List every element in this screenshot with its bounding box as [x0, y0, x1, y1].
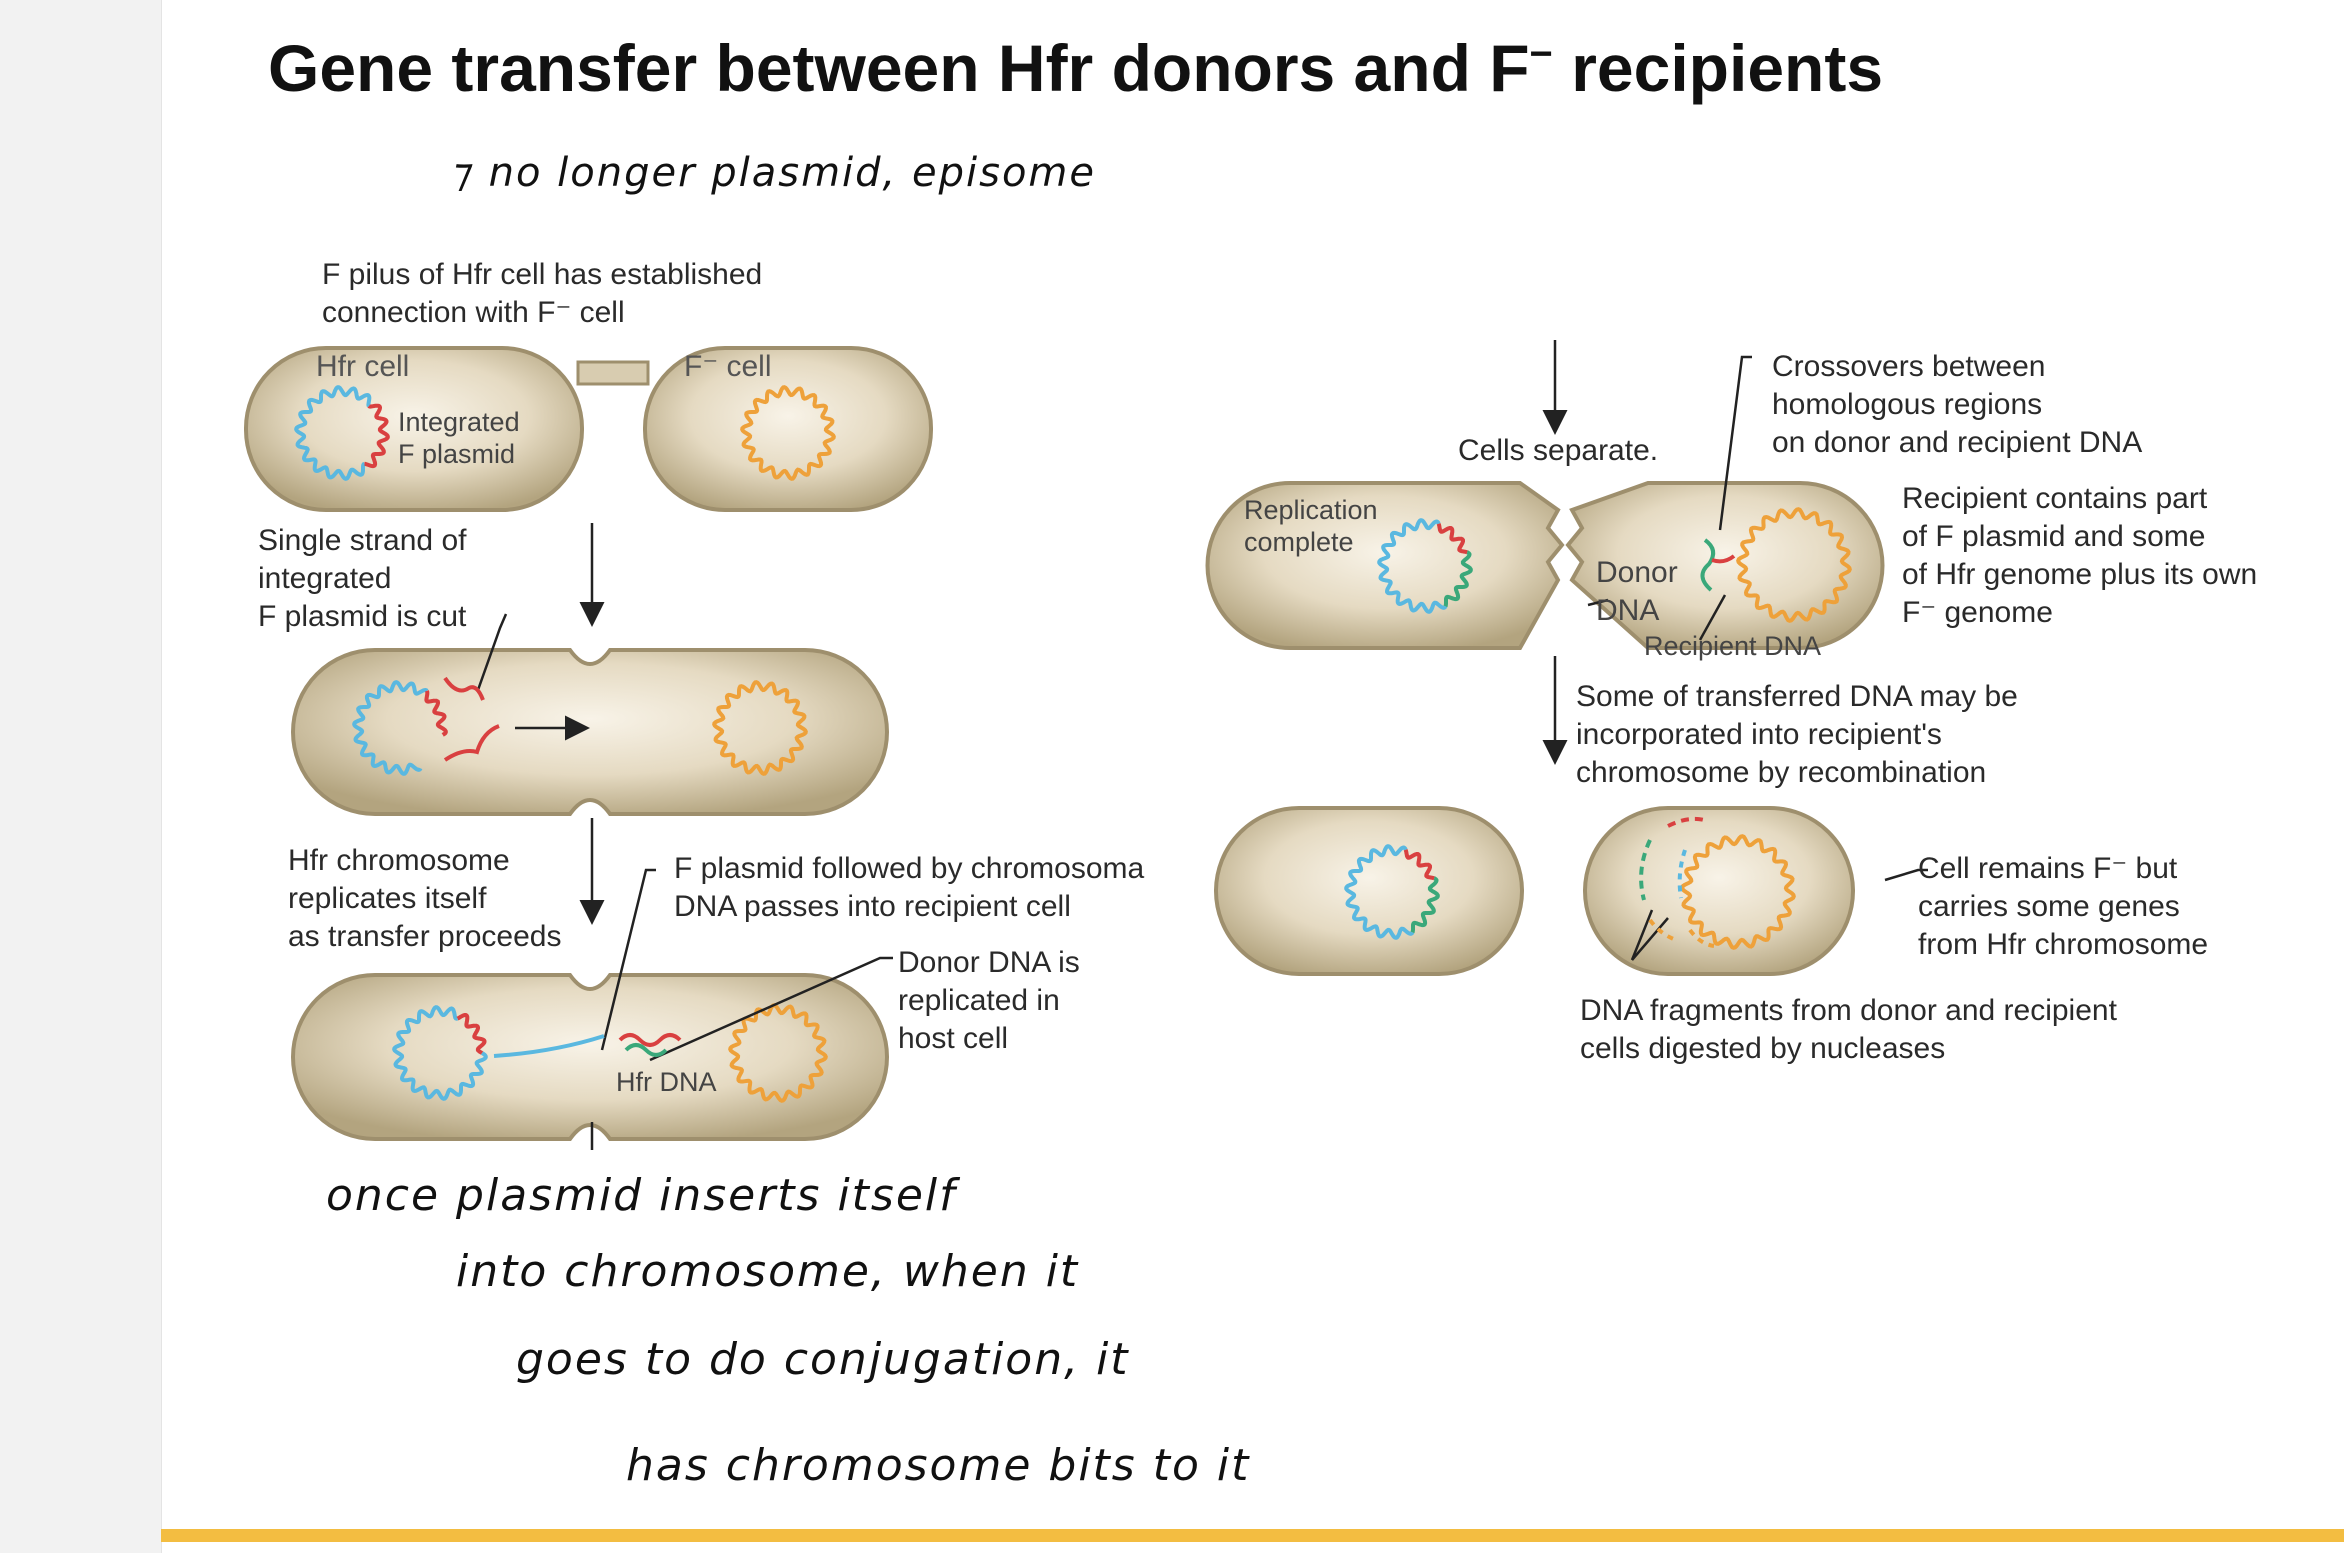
- label-f-cell: F⁻ cell: [684, 350, 772, 383]
- label-pilus: F pilus of Hfr cell has established conn…: [322, 258, 763, 329]
- label-f-plasmid-followed: F plasmid followed by chromosoma DNA pas…: [674, 852, 1145, 923]
- label-donor-replicated: Donor DNA is replicated in host cell: [898, 946, 1080, 1055]
- bottom-accent-rule: [161, 1529, 2344, 1542]
- label-dna-fragments: DNA fragments from donor and recipient c…: [1580, 994, 2117, 1065]
- label-recipient-dna: Recipient DNA: [1644, 631, 1822, 661]
- step3-cells: [291, 973, 889, 1141]
- handwritten-note-line2: into chromosome, when it: [456, 1246, 1080, 1297]
- dna-circles: [294, 385, 1852, 1103]
- label-hfr-replicates: Hfr chromosome replicates itself as tran…: [288, 844, 562, 953]
- handwritten-note-line3: goes to do conjugation, it: [516, 1334, 1130, 1385]
- label-recipient-contains: Recipient contains part of F plasmid and…: [1902, 482, 2258, 629]
- handwritten-episome-note: ⁊ no longer plasmid, episome: [452, 150, 1096, 196]
- label-crossovers: Crossovers between homologous regions on…: [1772, 350, 2143, 459]
- donor-plasmid-separating: [1436, 523, 1468, 555]
- recipient-chromosome-final: [1680, 834, 1796, 950]
- integrated-plasmid-step2: [424, 690, 448, 737]
- donor-chromosome-separating: [1377, 518, 1448, 614]
- label-hfr-cell: Hfr cell: [316, 350, 410, 383]
- handwritten-note-line1: once plasmid inserts itself: [326, 1170, 957, 1221]
- integrated-plasmid-step3: [456, 1013, 487, 1055]
- page-title: Gene transfer between Hfr donors and F− …: [268, 31, 1884, 105]
- handwritten-note-line4: has chromosome bits to it: [626, 1440, 1251, 1491]
- recipient-chromosome-step2: [712, 680, 808, 776]
- step2-cells: [291, 648, 889, 816]
- donor-copy-final: [1410, 876, 1440, 934]
- step1-cells: [244, 346, 933, 512]
- hfr-chromosome-step1: [294, 385, 372, 481]
- arrows: [476, 340, 1928, 1150]
- recipient-chromosome-separating: [1736, 507, 1852, 623]
- donor-plasmid-final: [1403, 849, 1435, 881]
- label-cell-remains: Cell remains F⁻ but carries some genes f…: [1918, 852, 2209, 961]
- label-replication-complete: Replication complete: [1244, 495, 1378, 557]
- donor-copy-separating: [1443, 550, 1473, 608]
- label-cells-separate: Cells separate.: [1458, 434, 1659, 467]
- final-cells: [1214, 806, 1855, 976]
- hfr-chromosome-step3: [392, 1005, 488, 1101]
- recipient-chromosome-step3: [728, 1003, 828, 1103]
- label-some-transferred: Some of transferred DNA may be incorpora…: [1576, 680, 2018, 789]
- label-hfr-dna: Hfr DNA: [616, 1067, 717, 1097]
- label-single-strand: Single strand of integrated F plasmid is…: [258, 524, 467, 633]
- label-integrated-plasmid: Integrated F plasmid: [398, 407, 520, 469]
- label-donor-dna: Donor DNA: [1596, 556, 1678, 627]
- transfer-strands: [443, 538, 1736, 1058]
- hfr-chromosome-step2: [352, 680, 429, 776]
- page-left-margin: [0, 0, 162, 1553]
- donor-chromosome-final: [1344, 844, 1415, 940]
- integrated-plasmid-step1: [364, 403, 390, 469]
- recipient-chromosome-step1: [740, 385, 836, 481]
